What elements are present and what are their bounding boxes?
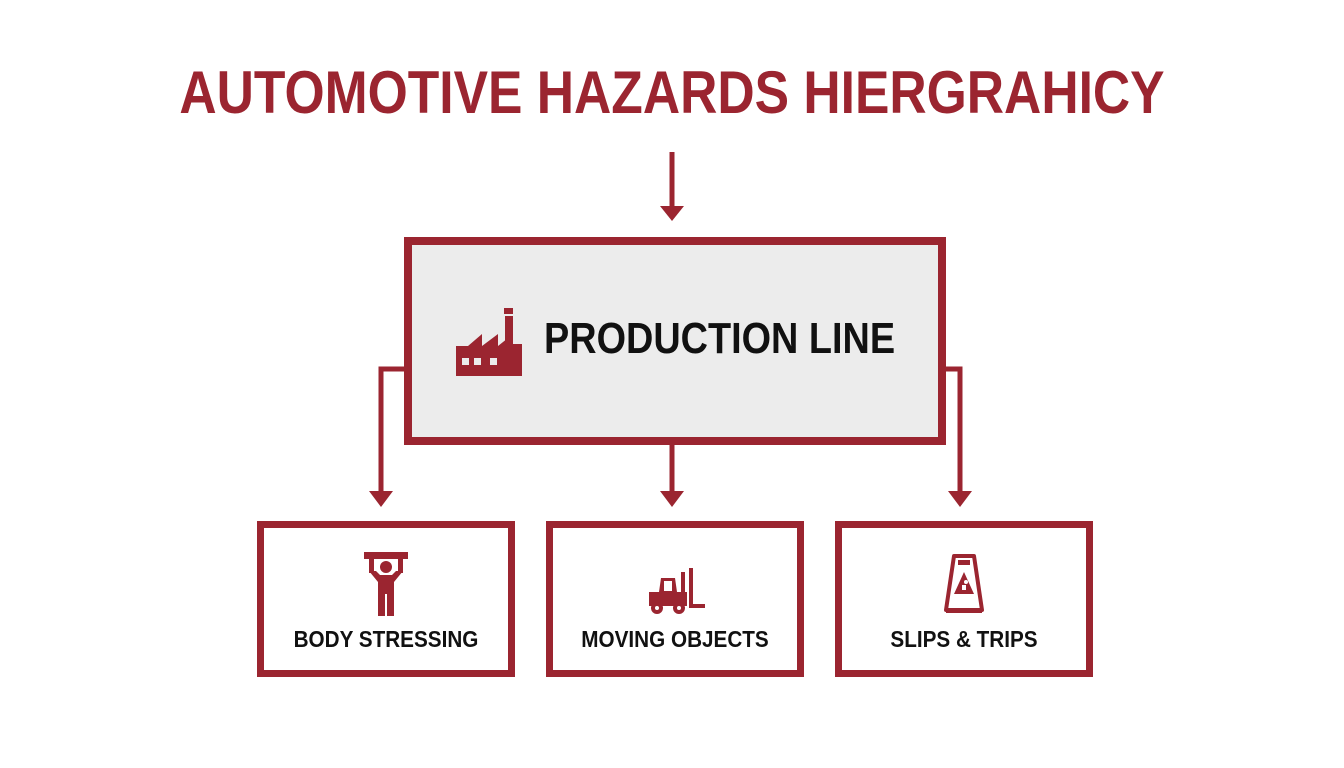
- child-node-body-stressing: BODY STRESSING: [257, 521, 515, 677]
- root-node-production-line: PRODUCTION LINE: [404, 237, 946, 445]
- moving-objects-arrowhead: [660, 491, 684, 507]
- root-to-slips-trips-connector: [942, 366, 963, 493]
- wet-floor-sign-icon: [942, 552, 986, 616]
- root-node-label: PRODUCTION LINE: [544, 314, 896, 363]
- slips-trips-arrowhead: [948, 491, 972, 507]
- child-node-label: SLIPS & TRIPS: [890, 626, 1038, 652]
- child-node-label: MOVING OBJECTS: [581, 626, 769, 652]
- child-node-moving-objects: MOVING OBJECTS: [546, 521, 804, 677]
- root-node-content: PRODUCTION LINE: [456, 302, 952, 376]
- title-arrowhead: [660, 206, 684, 221]
- forklift-icon: [645, 552, 705, 616]
- person-lifting-icon: [364, 552, 408, 616]
- child-node-slips-trips: SLIPS & TRIPS: [835, 521, 1093, 677]
- factory-icon: [456, 302, 522, 376]
- diagram-title: AUTOMOTIVE HAZARDS HIERGRAHICY: [179, 59, 1165, 126]
- child-node-label: BODY STRESSING: [293, 626, 479, 652]
- body-stressing-arrowhead: [369, 491, 393, 507]
- root-to-body-stressing-connector: [378, 366, 404, 493]
